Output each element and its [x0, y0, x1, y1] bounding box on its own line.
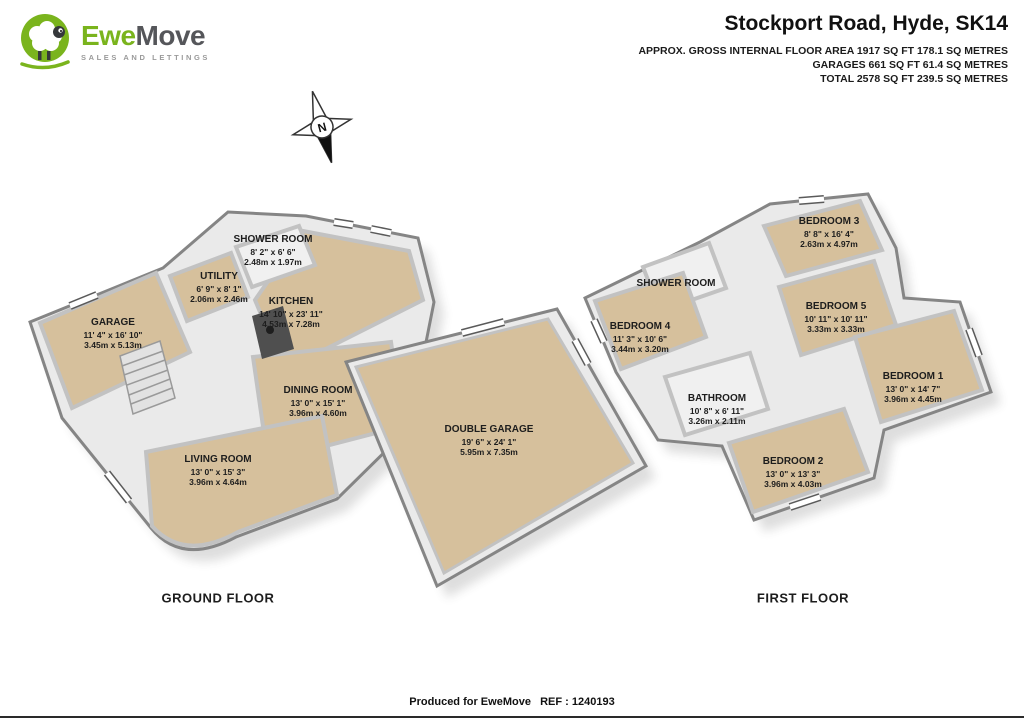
kitchen-counter [252, 306, 294, 359]
area-line-1: APPROX. GROSS INTERNAL FLOOR AREA 1917 S… [638, 45, 1008, 57]
staircase [119, 340, 176, 416]
room-label-dining-room: DINING ROOM 13' 0" x 15' 1" 3.96m x 4.60… [283, 385, 353, 419]
compass-north-label: N [316, 120, 328, 136]
room-label-bedroom-5: BEDROOM 5 10' 11" x 10' 11" 3.33m x 3.33… [804, 301, 868, 335]
room-label-living-room: LIVING ROOM 13' 0" x 15' 3" 3.96m x 4.64… [184, 454, 252, 488]
room-label-bedroom-1: BEDROOM 1 13' 0" x 14' 7" 3.96m x 4.45m [882, 371, 944, 405]
brand-move: Move [135, 19, 206, 51]
room-label-utility: UTILITY 6' 9" x 8' 1" 2.06m x 2.46m [190, 271, 248, 305]
compass-rose: N [290, 90, 354, 164]
sheep-logo-icon [20, 14, 70, 70]
room-label-bedroom-3: BEDROOM 3 8' 8" x 16' 4" 2.63m x 4.97m [798, 216, 860, 250]
ground-garage-floor [37, 270, 193, 411]
ground-utility-floor [167, 250, 251, 324]
double-garage-floor [353, 317, 636, 576]
ewemove-logo: EweMove SALES AND LETTINGS [18, 10, 210, 72]
window-marks [68, 195, 983, 511]
room-label-garage: GARAGE 11' 4" x 16' 10" 3.45m x 5.13m [83, 317, 143, 351]
first-bedroom3-floor [761, 198, 885, 279]
ground-shower-room-floor [233, 223, 318, 290]
brand-tagline: SALES AND LETTINGS [81, 52, 211, 62]
room-label-ground-shower-room: SHOWER ROOM 8' 2" x 6' 6" 2.48m x 1.97m [233, 234, 313, 268]
double-garage-plan [343, 307, 649, 589]
bottom-rule [0, 716, 1024, 718]
first-bathroom-floor [662, 350, 771, 438]
first-bedroom4-floor [592, 270, 709, 372]
area-line-2: GARAGES 661 SQ FT 61.4 SQ METRES [812, 59, 1008, 71]
ground-floor-caption: GROUND FLOOR [161, 590, 275, 606]
room-label-bedroom-2: BEDROOM 2 13' 0" x 13' 3" 3.96m x 4.03m [762, 456, 824, 490]
brand-ewe: Ewe [81, 19, 136, 51]
ground-living-room-floor [143, 413, 340, 548]
room-label-bathroom: BATHROOM 10' 8" x 6' 11" 3.26m x 2.11m [687, 393, 747, 427]
room-label-first-shower-room: SHOWER ROOM [636, 277, 716, 289]
first-bedroom2-floor [726, 406, 871, 515]
footer-credit: Produced for EweMove REF : 1240193 [409, 696, 615, 708]
first-floor-caption: FIRST FLOOR [756, 590, 850, 606]
title-block: Stockport Road, Hyde, SK14 APPROX. GROSS… [638, 10, 1008, 86]
first-bedroom1-floor [852, 308, 985, 425]
room-label-kitchen: KITCHEN 14' 10" x 23' 11" 4.53m x 7.28m [259, 296, 323, 330]
area-line-3: TOTAL 2578 SQ FT 239.5 SQ METRES [820, 73, 1008, 85]
room-label-bedroom-4: BEDROOM 4 11' 3" x 10' 6" 3.44m x 3.20m [609, 321, 671, 355]
page-title: Stockport Road, Hyde, SK14 [724, 12, 1008, 35]
room-label-double-garage: DOUBLE GARAGE 19' 6" x 24' 1" 5.95m x 7.… [444, 424, 534, 458]
header: EweMove SALES AND LETTINGS Stockport Roa… [18, 10, 1008, 86]
brand-wordmark: EweMove [81, 19, 210, 51]
